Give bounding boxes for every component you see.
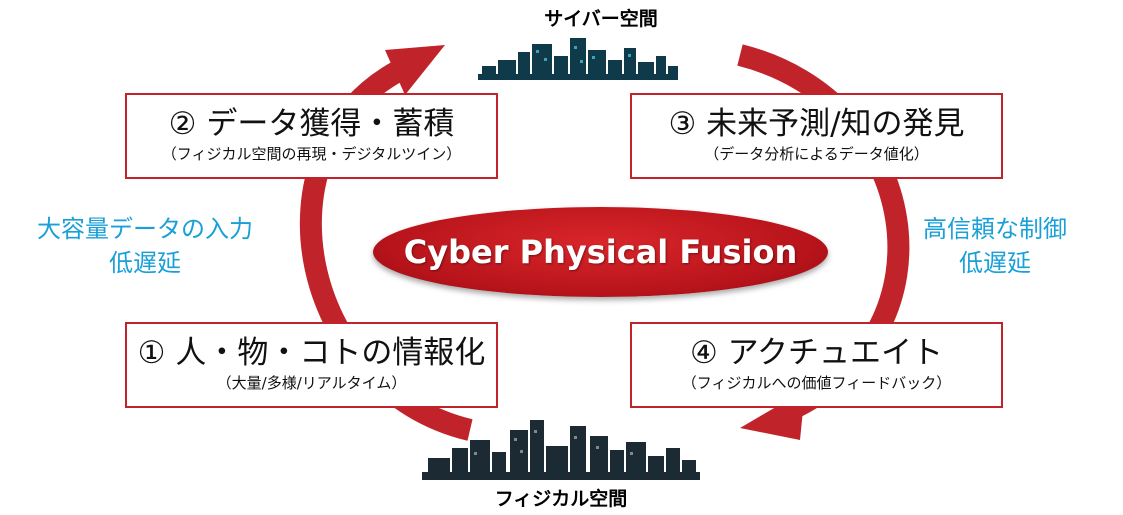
right-side-label: 高信頼な制御 低遅延 — [870, 212, 1120, 280]
step-2-box: ② データ獲得・蓄積 （フィジカル空間の再現・デジタルツイン） — [125, 93, 498, 179]
step-1-title: ① 人・物・コトの情報化 — [137, 335, 486, 371]
right-side-line1: 高信頼な制御 — [923, 215, 1067, 243]
step-1-box: ① 人・物・コトの情報化 （大量/多様/リアルタイム） — [125, 322, 498, 408]
left-side-label: 大容量データの入力 低遅延 — [0, 212, 290, 280]
cyber-city-image — [478, 38, 678, 80]
cyber-space-label: サイバー空間 — [544, 8, 658, 30]
center-ellipse — [373, 207, 828, 297]
center-title: Cyber Physical Fusion — [403, 233, 798, 271]
step-4-title: ④ アクチュエイト — [689, 335, 944, 371]
physical-space-label: フィジカル空間 — [494, 488, 628, 510]
left-side-line1: 大容量データの入力 — [37, 215, 253, 243]
step-4-subtitle: （フィジカルへの価値フィードバック） — [681, 374, 952, 392]
step-2-subtitle: （フィジカル空間の再現・デジタルツイン） — [161, 145, 462, 163]
right-side-line2: 低遅延 — [959, 249, 1031, 277]
step-4-box: ④ アクチュエイト （フィジカルへの価値フィードバック） — [630, 322, 1003, 408]
step-3-box: ③ 未来予測/知の発見 （データ分析によるデータ値化） — [630, 93, 1003, 179]
left-side-line2: 低遅延 — [109, 249, 181, 277]
step-3-title: ③ 未来予測/知の発見 — [668, 106, 965, 142]
step-1-subtitle: （大量/多様/リアルタイム） — [216, 374, 407, 392]
step-2-title: ② データ獲得・蓄積 — [168, 106, 455, 142]
left-arrow-head — [385, 45, 445, 95]
step-3-subtitle: （データ分析によるデータ値化） — [704, 145, 929, 163]
